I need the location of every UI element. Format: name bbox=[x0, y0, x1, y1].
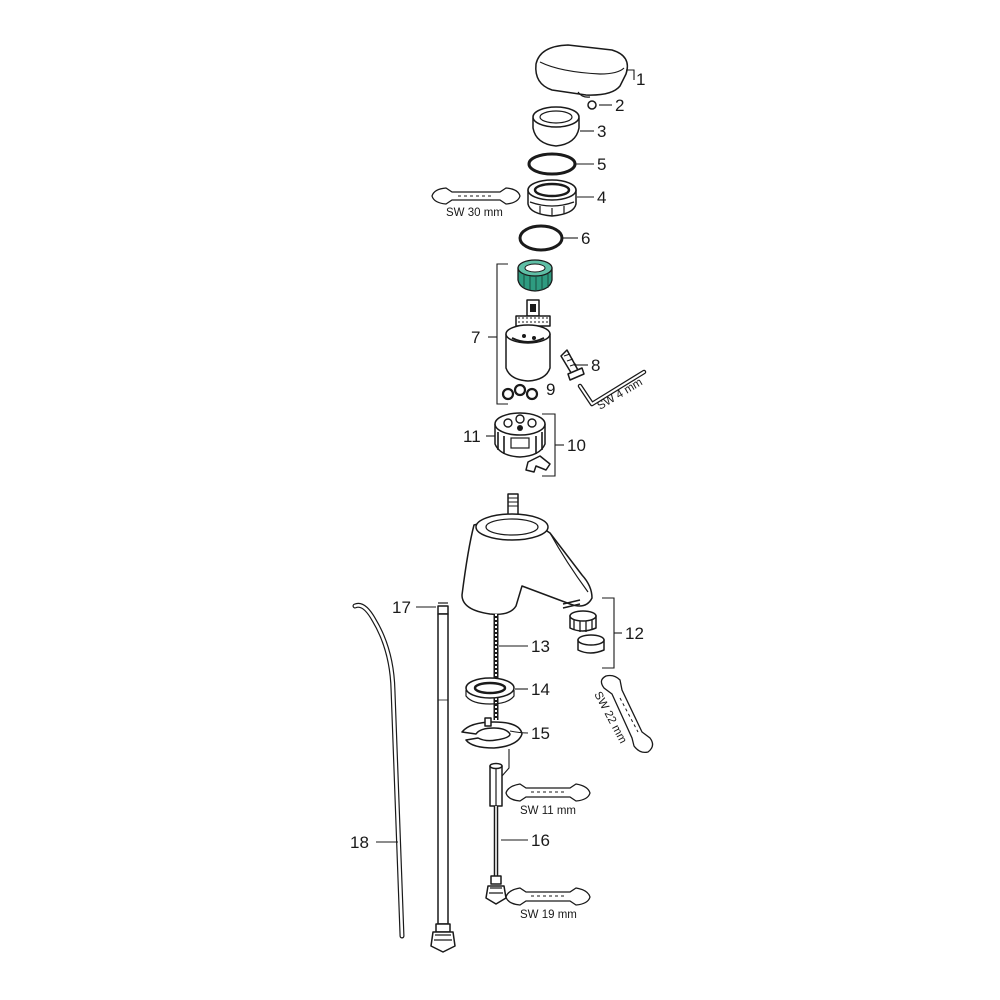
part-5-o-ring bbox=[527, 152, 577, 176]
faucet-body bbox=[461, 493, 593, 616]
part-15-leader bbox=[501, 749, 510, 777]
part-11-valve-body bbox=[494, 412, 546, 458]
part-9-seals bbox=[501, 383, 539, 401]
part-18-lift-rod bbox=[352, 602, 405, 939]
part-7-green-adapter-ring bbox=[517, 259, 553, 292]
part-14-washer bbox=[465, 677, 515, 705]
part-1-lever-handle bbox=[535, 44, 629, 98]
part-number-18: 18 bbox=[350, 833, 369, 852]
part-7-cartridge bbox=[505, 299, 551, 382]
part-12-aerator bbox=[562, 599, 605, 654]
tool-label-sw30: SW 30 mm bbox=[446, 207, 503, 219]
tool-label-sw11: SW 11 mm bbox=[520, 805, 576, 817]
part-10-clip bbox=[525, 455, 551, 473]
part-number-16: 16 bbox=[531, 831, 550, 850]
part-number-12: 12 bbox=[625, 624, 644, 643]
part-number-9: 9 bbox=[546, 380, 555, 399]
part-number-1: 1 bbox=[636, 70, 645, 89]
part-number-7: 7 bbox=[471, 328, 480, 347]
part-15-hex-sleeve bbox=[489, 762, 503, 807]
part-8-screw bbox=[560, 349, 585, 381]
wrench-sw19-icon bbox=[505, 887, 591, 906]
part-number-17: 17 bbox=[392, 598, 411, 617]
wrench-sw30-icon bbox=[431, 187, 521, 205]
part-number-3: 3 bbox=[597, 122, 606, 141]
tool-label-sw19: SW 19 mm bbox=[520, 909, 577, 921]
part-7-bracket bbox=[496, 263, 508, 405]
part-number-15: 15 bbox=[531, 724, 550, 743]
part-4-threaded-nut bbox=[527, 179, 577, 217]
wrench-sw22-icon bbox=[600, 674, 654, 754]
part-15-horseshoe-plate bbox=[461, 717, 523, 749]
part-number-13: 13 bbox=[531, 637, 550, 656]
part-number-6: 6 bbox=[581, 229, 590, 248]
part-3-cover-cap bbox=[532, 106, 580, 147]
part-number-8: 8 bbox=[591, 356, 600, 375]
part-number-11: 11 bbox=[463, 427, 481, 446]
part-number-5: 5 bbox=[597, 155, 606, 174]
part-16-lower-rod bbox=[485, 806, 507, 905]
part-2-grub-screw bbox=[587, 100, 597, 110]
part-6-o-ring bbox=[518, 224, 564, 252]
part-number-2: 2 bbox=[615, 96, 624, 115]
hex-key-sw4-icon bbox=[577, 369, 647, 407]
part-number-4: 4 bbox=[597, 188, 606, 207]
tool-label-sw4: SW 4 mm bbox=[595, 376, 644, 412]
part-12-bracket bbox=[602, 597, 615, 669]
part-17-supply-hose bbox=[430, 602, 456, 953]
part-number-10: 10 bbox=[567, 436, 586, 455]
part-number-14: 14 bbox=[531, 680, 550, 699]
wrench-sw11-icon bbox=[505, 783, 591, 802]
